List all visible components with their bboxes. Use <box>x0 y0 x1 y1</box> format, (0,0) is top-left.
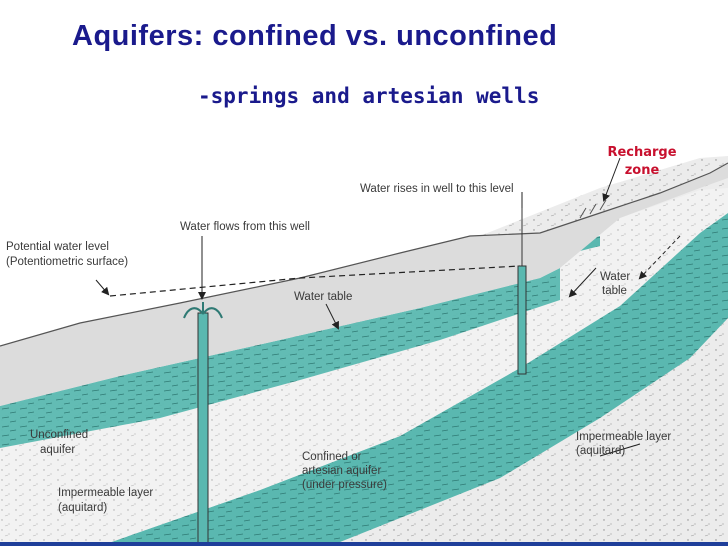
impermeable-right-label: Impermeable layer <box>576 431 671 443</box>
artesian-well <box>517 198 527 375</box>
impermeable-left-label: Impermeable layer <box>58 487 153 499</box>
potential-level-label: Potential water level <box>6 241 109 253</box>
unsaturated-zone <box>0 163 728 406</box>
recharge-zone-label-2: zone <box>625 163 660 178</box>
unconfined-aquifer-label-2: aquifer <box>40 444 75 456</box>
title: Aquifers: confined vs. unconfined <box>72 20 558 52</box>
confined-aquifer-label-3: (under pressure) <box>302 479 387 491</box>
confined-aquifer-label-2: artesian aquifer <box>302 465 381 477</box>
aquifer-diagram: Recharge zone Water rises in well to thi… <box>0 145 728 546</box>
water-table-right-label-2: table <box>602 285 627 297</box>
unconfined-aquifer-label: Unconfined <box>30 429 88 441</box>
impermeable-right-label-2: (aquitard) <box>576 445 625 457</box>
subtitle: -springs and artesian wells <box>198 84 540 108</box>
potentiometric-surface-label: (Potentiometric surface) <box>6 256 128 268</box>
water-flows-label: Water flows from this well <box>180 221 310 233</box>
water-rises-label: Water rises in well to this level <box>360 183 514 195</box>
bottom-bar <box>0 542 728 546</box>
potentiometric-surface-line <box>109 265 521 297</box>
water-table-label: Water table <box>294 291 352 303</box>
recharge-zone-label: Recharge <box>607 145 676 160</box>
water-table-right-label: Water <box>600 271 630 283</box>
confined-aquifer-label: Confined or <box>302 451 362 463</box>
impermeable-left-label-2: (aquitard) <box>58 502 107 514</box>
